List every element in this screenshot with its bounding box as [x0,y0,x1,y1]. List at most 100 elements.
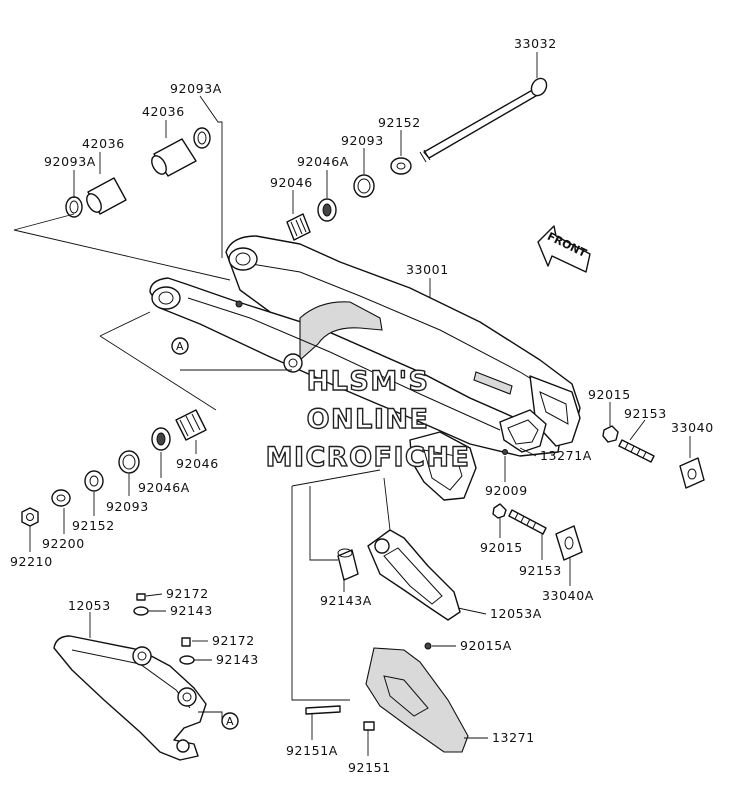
seal-92093-top-inner [357,178,371,194]
label-92093-top: 92093 [341,133,384,148]
axle-shaft [423,87,542,159]
label-92015-right: 92015 [588,387,631,402]
seal-92093A-top-inner [197,131,207,145]
label-92153-right: 92153 [624,406,667,421]
label-92172-a: 92172 [166,586,209,601]
arm-12053-pivot-upper-hole [137,651,147,661]
block-33040-hole [687,468,697,480]
pivot-boss-lower [151,286,181,310]
collar-92143A-top [337,548,353,558]
leader-lines [13,52,691,756]
arm-12053-pivot-upper [132,646,152,666]
label-92046-top: 92046 [270,175,313,190]
linkage-mount-hole [288,358,298,368]
plate-13271A [499,409,547,453]
watermark-line-2: ONLINE [307,404,430,435]
leader-left-bracket [13,213,231,281]
part-labels: 33032 92093A 42036 42036 92093A 92152 92… [10,36,713,775]
seal-92093A-left-inner [69,200,79,214]
pivot-boss-upper [228,247,258,271]
label-42036-b: 42036 [82,136,125,151]
collar-92152-bottom-hole [89,475,99,487]
plate-13271A-window [507,419,539,445]
callout-a-top-label: A [176,340,184,353]
upper-hardware [65,127,412,241]
swingarm-upper-arm [225,235,581,441]
bearing-92046A-top-inner [322,203,332,217]
washer-92143-a [133,606,149,616]
block-33040 [679,457,705,489]
leader-chain-guide-bracket [291,469,391,701]
chain-guide-12053A-boss [374,538,390,554]
nut-92015-mid [492,503,507,519]
linkage-arm [53,593,207,761]
seal-92093-bottom [118,450,140,474]
swingarm-edge-line [239,261,567,401]
label-92143A: 92143A [320,593,372,608]
label-92143-a: 92143 [170,603,213,618]
callout-a-top-circle [171,337,189,355]
seal-92093-top [353,174,375,198]
swingarm-cross-brace [299,301,383,362]
collar-92152-bottom [84,470,104,492]
rear-axle [419,77,548,163]
leader-12053A [457,607,487,615]
washer-92200-hole [56,494,66,502]
collar-92152-top [390,157,412,175]
label-92143-b: 92143 [216,652,259,667]
label-12053: 12053 [68,598,111,613]
callout-a-bottom: A [221,712,239,730]
front-arrow: FRONT [537,225,591,273]
leader-92153-right [629,419,646,441]
label-92210: 92210 [10,554,53,569]
axle-slot [539,391,569,425]
label-92152-top: 92152 [378,115,421,130]
swingarm-assembly [149,235,581,501]
linkage-mount [283,353,303,373]
guard-13271 [365,647,469,753]
watermark: HLSM'S ONLINE MICROFICHE [265,365,471,473]
bolt-92153-mid [508,509,547,535]
nut-92210-hole [26,513,34,521]
label-92046A-top: 92046A [297,154,349,169]
leader-92093A-top [199,95,223,258]
label-92200: 92200 [42,536,85,551]
label-92151A: 92151A [286,743,338,758]
arm-12053-pivot-lower-hole [182,692,192,702]
bolt-92153-mid-thread [514,512,537,529]
watermark-line-1: HLSM'S [307,366,430,397]
bolt-92172-b [181,637,191,647]
label-33040A: 33040A [542,588,594,603]
leader-callout-a-bottom [198,711,223,721]
sleeve-42036-b-end [86,193,102,213]
leader-lower-bracket [99,311,292,411]
callout-a-top: A [171,337,189,355]
label-92046A-bottom: 92046A [138,480,190,495]
lower-left-hardware [21,409,207,527]
arm-12053-end [176,739,190,753]
axle-thread [419,149,431,163]
collar-92143A [337,549,359,581]
block-33040A [555,525,583,561]
callout-a-bottom-label: A [226,715,234,728]
block-33040A-hole [564,536,574,550]
label-92093A-top: 92093A [170,81,222,96]
sleeve-42036-a-end [151,155,167,175]
watermark-line-3: MICROFICHE [266,442,471,473]
label-12053A: 12053A [490,606,542,621]
nut-92015-right [602,425,619,443]
label-92015-mid: 92015 [480,540,523,555]
label-92152-bottom: 92152 [72,518,115,533]
bolt-92151 [363,721,375,731]
pivot-boss-lower-hole [158,291,174,305]
label-92046-bottom: 92046 [176,456,219,471]
needle-bearing-92046-top-rollers [290,217,307,237]
right-hardware [492,409,705,561]
bolt-92153-right-thread [624,442,647,459]
screw-92009 [502,449,508,455]
label-92172-b: 92172 [212,633,255,648]
label-13271: 13271 [492,730,535,745]
seal-92093-bottom-inner [122,454,136,470]
chain-slider-mount [409,431,477,501]
